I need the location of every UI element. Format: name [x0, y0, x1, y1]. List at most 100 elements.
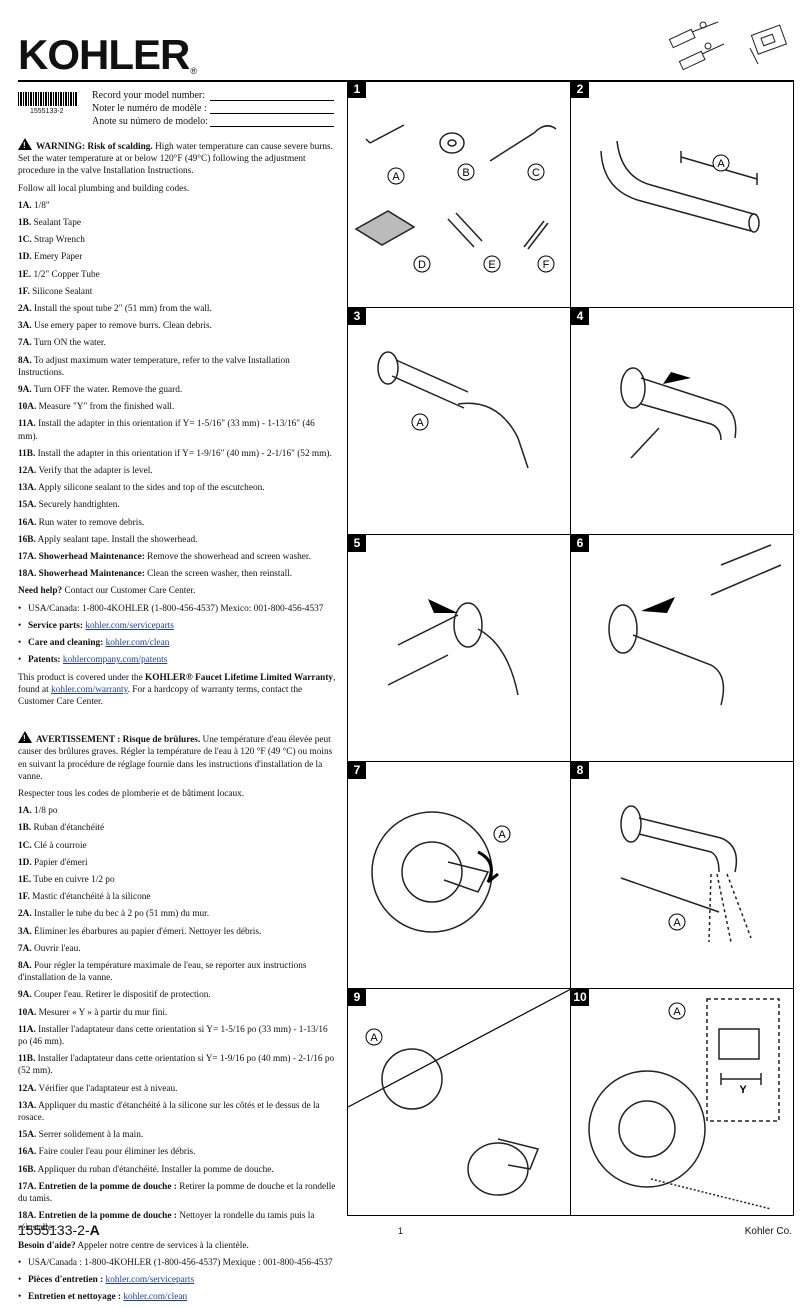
step-item: 1D. Emery Paper: [18, 252, 83, 263]
step-item: 1C. Clé à courroie: [18, 840, 87, 851]
label-F: F: [543, 259, 550, 271]
contact-item: Entretien et nettoyage : kohler.com/clea…: [18, 1291, 336, 1303]
model-line-2: [210, 113, 334, 114]
panel-8: 8 A: [571, 762, 794, 989]
step-item: 11A. Installer l'adaptateur dans cette o…: [18, 1024, 328, 1047]
step-item: 9A. Turn OFF the water. Remove the guard…: [18, 385, 183, 396]
warranty-link[interactable]: kohler.com/warranty: [51, 684, 128, 695]
contact-link[interactable]: kohler.com/serviceparts: [105, 1275, 195, 1286]
warning-icon: [18, 731, 32, 745]
step-item: 1D. Papier d'émeri: [18, 857, 88, 868]
panel-7: 7 A: [348, 762, 571, 989]
record-model-number: Record your model number: Noter le numér…: [92, 90, 209, 127]
barcode-number: 1555133-2: [30, 108, 64, 115]
model-line-3: [210, 126, 334, 127]
label-A: A: [498, 829, 506, 841]
label-Y: Y: [739, 1084, 747, 1096]
panel-2: 2 A: [571, 81, 794, 308]
model-line-1: [210, 100, 334, 101]
contact-link[interactable]: kohlercompany.com/patents: [62, 655, 168, 666]
contact-link[interactable]: kohler.com/clean: [105, 638, 170, 649]
contacts-fr: USA/Canada : 1-800-4KOHLER (1-800-456-45…: [18, 1257, 336, 1304]
contact-item: Pièces d'entretien : kohler.com/servicep…: [18, 1274, 336, 1286]
step-item: 18A. Showerhead Maintenance: Clean the s…: [18, 569, 293, 580]
step-item: 16A. Faire couler l'eau pour éliminer le…: [18, 1147, 196, 1158]
step-item: 7A. Turn ON the water.: [18, 338, 106, 349]
step-item: 12A. Vérifier que l'adaptateur est à niv…: [18, 1083, 178, 1094]
label-D: D: [418, 259, 426, 271]
step-item: 11B. Installer l'adaptateur dans cette o…: [18, 1054, 335, 1077]
step-item: 3A. Use emery paper to remove burrs. Cle…: [18, 321, 212, 332]
panel-number: 3: [348, 308, 366, 325]
panel-number: 1: [348, 81, 366, 98]
step-item: 17A. Entretien de la pomme de douche : R…: [18, 1181, 336, 1204]
step-item: 3A. Éliminer les ébarbures au papier d'é…: [18, 926, 262, 937]
panel-10: 10 A Y: [571, 989, 794, 1216]
codes-en: Follow all local plumbing and building c…: [18, 183, 190, 194]
measure-y-illustration: A Y: [588, 998, 780, 1210]
contacts-en: USA/Canada: 1-800-4KOHLER (1-800-456-453…: [18, 603, 336, 667]
label-A: A: [416, 417, 424, 429]
panel-number: 2: [571, 81, 589, 98]
contact-item: Service parts: kohler.com/serviceparts: [18, 620, 336, 632]
sealant-tape-illustration: [387, 599, 519, 696]
step-item: 16A. Run water to remove debris.: [18, 517, 145, 528]
company-name: Kohler Co.: [744, 1226, 792, 1237]
step-item: 1A. 1/8 po: [18, 806, 58, 817]
step-item: 1B. Sealant Tape: [18, 218, 81, 229]
step-item: 15A. Serrer solidement à la main.: [18, 1130, 144, 1141]
warranty-text: This product is covered under the KOHLER…: [18, 672, 336, 707]
panel-number: 7: [348, 762, 366, 779]
panel-5: 5: [348, 535, 571, 762]
contact-link[interactable]: kohler.com/serviceparts: [85, 620, 174, 631]
panel-number: 6: [571, 535, 589, 552]
step-item: 1E. Tube en cuivre 1/2 po: [18, 874, 115, 885]
label-C: C: [532, 167, 540, 179]
step-item: 9A. Couper l'eau. Retirer le dispositif …: [18, 990, 211, 1001]
panel-number: 5: [348, 535, 366, 552]
codes-fr: Respecter tous les codes de plomberie et…: [18, 788, 245, 799]
tools-icon: [668, 21, 788, 71]
step-item: 2A. Install the spout tube 2" (51 mm) fr…: [18, 304, 212, 315]
help-en: Need help? Contact our Customer Care Cen…: [18, 586, 196, 597]
panel-9: 9 A: [348, 989, 571, 1216]
panel-4: 4: [571, 308, 794, 535]
step-item: 12A. Verify that the adapter is level.: [18, 466, 153, 477]
panel-number: 8: [571, 762, 589, 779]
label-E: E: [488, 259, 495, 271]
step-item: 8A. Pour régler la température maximale …: [18, 960, 307, 984]
step-item: 1A. 1/8": [18, 200, 50, 211]
kohler-logo: KOHLER®: [18, 31, 197, 78]
contact-item: USA/Canada: 1-800-4KOHLER (1-800-456-453…: [18, 603, 336, 615]
panel-1: 1 A B C D E F: [348, 81, 571, 308]
warning-fr: AVERTISSEMENT : Risque de brûlures. Une …: [18, 731, 336, 783]
step-item: 10A. Mesurer « Y » à partir du mur fini.: [18, 1007, 168, 1018]
step-item: 8A. To adjust maximum water temperature,…: [18, 355, 290, 378]
valve-turn-on-illustration: A: [371, 811, 511, 933]
help-fr: Besoin d'aide? Appeler notre centre de s…: [18, 1240, 249, 1251]
panel-6: 6: [571, 535, 794, 762]
label-A: A: [392, 171, 400, 183]
warning-en: WARNING: Risk of scalding. High water te…: [18, 138, 336, 178]
spout-tube-illustration: A: [600, 140, 760, 233]
step-item: 11B. Install the adapter in this orienta…: [18, 448, 332, 459]
strap-wrench-illustration: [608, 544, 782, 706]
contact-link[interactable]: kohler.com/clean: [123, 1292, 188, 1303]
label-A: A: [717, 158, 725, 170]
instructions-column: WARNING: Risk of scalding. High water te…: [18, 138, 336, 1308]
document-number: 1555133-2-A: [18, 1222, 100, 1238]
contact-item: Care and cleaning: kohler.com/clean: [18, 637, 336, 649]
barcode: [18, 92, 78, 106]
steps-en: 1A. 1/8" 1B. Sealant Tape 1C. Strap Wrench…: [18, 200, 336, 581]
step-item: 13A. Appliquer du mastic d'étanchéité à …: [18, 1100, 320, 1123]
step-item: 1C. Strap Wrench: [18, 235, 85, 246]
step-item: 11A. Install the adapter in this orienta…: [18, 419, 315, 442]
panel-3: 3 A: [348, 308, 571, 535]
remove-guard-illustration: A: [348, 989, 571, 1196]
step-item: 1F. Silicone Sealant: [18, 286, 93, 297]
panel-number: 10: [571, 989, 589, 1006]
step-item: 18A. Entretien de la pomme de douche : N…: [18, 1211, 315, 1234]
header-rule: [18, 80, 794, 82]
step-item: 16B. Apply sealant tape. Install the sho…: [18, 534, 198, 545]
step-item: 1B. Ruban d'étanchéité: [18, 823, 105, 834]
